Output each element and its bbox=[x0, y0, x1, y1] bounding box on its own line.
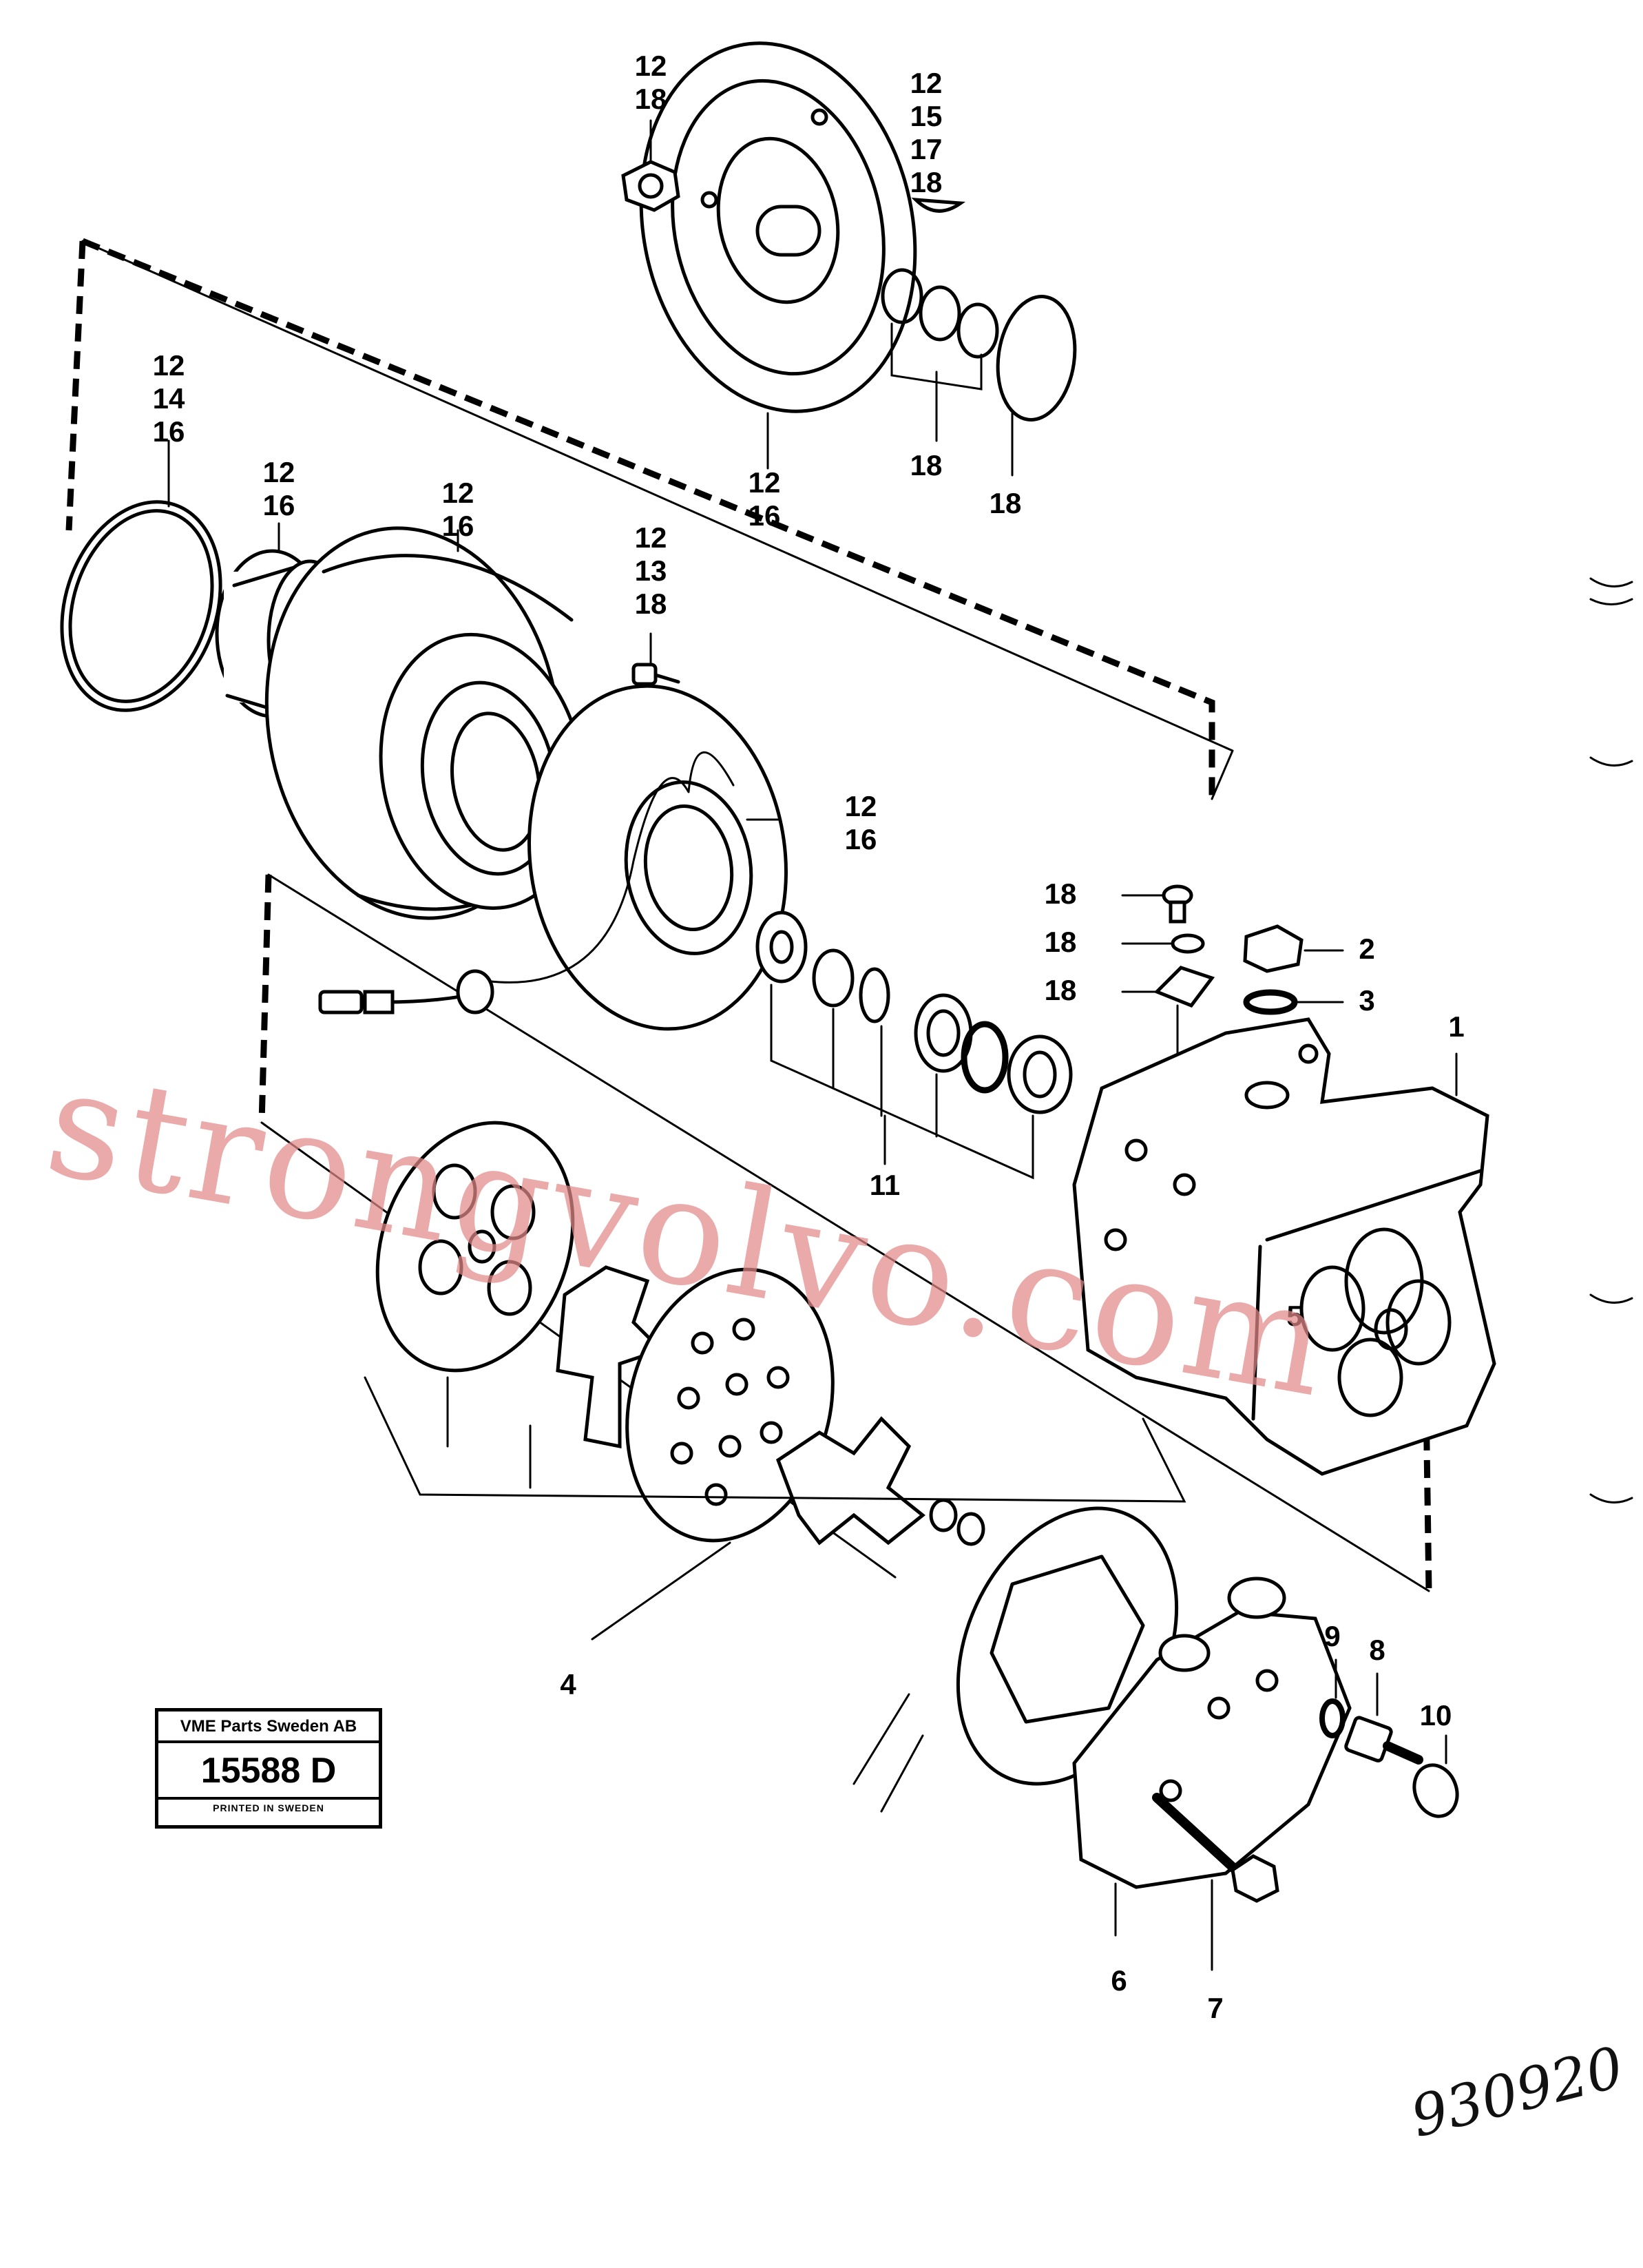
screw-13-icon bbox=[631, 632, 680, 686]
callout-cap: 10 bbox=[1420, 1699, 1452, 1731]
callout-top-snap: 18 bbox=[990, 487, 1022, 519]
woodruff-key-icon bbox=[911, 197, 966, 213]
callout-fitting: 8 bbox=[1369, 1634, 1385, 1666]
callout-number: 16 bbox=[845, 823, 877, 855]
body-screw-icon bbox=[1121, 884, 1193, 924]
callout-valve-plate: 4 bbox=[560, 1668, 576, 1700]
callout-number: 12 bbox=[635, 50, 667, 82]
compressor-body bbox=[1072, 1017, 1496, 1476]
callout-number: 3 bbox=[1359, 984, 1374, 1017]
callout-number: 18 bbox=[635, 587, 667, 620]
valve-plate-holes bbox=[670, 1318, 790, 1506]
callout-number: 12 bbox=[910, 67, 943, 99]
callout-number: 18 bbox=[1045, 974, 1077, 1006]
callout-number: 6 bbox=[1111, 1964, 1127, 1997]
callout-number: 15 bbox=[910, 100, 943, 132]
callout-number: 18 bbox=[990, 487, 1022, 519]
head-seal-ring-icon bbox=[1319, 1658, 1346, 1738]
callout-number: 16 bbox=[153, 415, 185, 448]
callout-valve-kit: 5 bbox=[1286, 1300, 1302, 1332]
callout-seal-kit: 11 bbox=[870, 1169, 900, 1201]
callout-number: 2 bbox=[1359, 933, 1374, 965]
service-fitting-icon bbox=[1344, 1672, 1423, 1765]
callout-number: 13 bbox=[635, 554, 667, 587]
callout-seal-ring: 9 bbox=[1324, 1620, 1340, 1652]
callout-head: 6 bbox=[1111, 1964, 1127, 1997]
cylinder-head bbox=[1072, 1577, 1352, 1937]
callout-number: 9 bbox=[1324, 1620, 1340, 1652]
callout-number: 18 bbox=[910, 449, 943, 481]
plug-oring-icon bbox=[1243, 989, 1344, 1015]
head-bolt-icon bbox=[1152, 1793, 1279, 1971]
callout-number: 1 bbox=[1448, 1010, 1464, 1043]
callout-body: 1 bbox=[1448, 1010, 1464, 1043]
callout-washer-a: 18 bbox=[1045, 926, 1077, 958]
callout-number: 18 bbox=[1045, 877, 1077, 910]
callout-plug: 2 bbox=[1359, 933, 1374, 965]
callout-clamp-a: 18 bbox=[1045, 974, 1077, 1006]
callout-number: 10 bbox=[1420, 1699, 1452, 1731]
pulley bbox=[264, 526, 585, 920]
callout-number: 16 bbox=[749, 499, 781, 532]
margin-marks bbox=[1589, 577, 1633, 1504]
shim-rings bbox=[881, 268, 999, 442]
callout-number: 4 bbox=[560, 1668, 576, 1700]
stamp-company: VME Parts Sweden AB bbox=[158, 1712, 379, 1743]
coil-connector-icon bbox=[318, 969, 494, 1015]
callout-oring: 3 bbox=[1359, 984, 1374, 1017]
left-snap-ring bbox=[60, 439, 222, 712]
stamp-number: 15588 D bbox=[158, 1743, 379, 1800]
dust-cap-icon bbox=[1412, 1734, 1459, 1818]
callout-number: 12 bbox=[749, 466, 781, 499]
shaft-seal-kit bbox=[755, 911, 1073, 1180]
callout-screw-a: 18 bbox=[1045, 877, 1077, 910]
callout-number: 7 bbox=[1207, 1992, 1223, 2024]
callout-number: 11 bbox=[870, 1169, 900, 1201]
callout-number: 18 bbox=[1045, 926, 1077, 958]
clutch-coil bbox=[467, 684, 788, 1031]
valve-kit bbox=[364, 1121, 1186, 1641]
callout-number: 16 bbox=[263, 489, 295, 521]
callout-number: 12 bbox=[845, 790, 877, 822]
callout-number: 12 bbox=[635, 521, 667, 554]
callout-number: 12 bbox=[263, 456, 295, 488]
callout-number: 18 bbox=[910, 166, 943, 198]
hub-nut-icon bbox=[621, 160, 680, 212]
callout-number: 17 bbox=[910, 133, 943, 165]
callout-bolt: 7 bbox=[1207, 1992, 1223, 2024]
callout-number: 18 bbox=[635, 83, 667, 115]
callout-top-shims: 18 bbox=[910, 449, 943, 481]
vme-stamp: VME Parts Sweden AB 15588 D PRINTED IN S… bbox=[155, 1708, 382, 1829]
body-washer-icon bbox=[1121, 933, 1205, 954]
top-snap-ring bbox=[996, 295, 1077, 477]
hub-plate bbox=[639, 41, 917, 413]
callout-number: 16 bbox=[442, 510, 474, 542]
callout-number: 12 bbox=[442, 477, 474, 509]
clamp-icon bbox=[1121, 966, 1215, 1076]
callout-number: 5 bbox=[1286, 1300, 1302, 1332]
callout-number: 8 bbox=[1369, 1634, 1385, 1666]
stamp-footer: PRINTED IN SWEDEN bbox=[213, 1802, 324, 1813]
callout-number: 14 bbox=[153, 382, 185, 415]
callout-number: 12 bbox=[153, 349, 185, 382]
oil-plug-icon bbox=[1243, 924, 1344, 973]
